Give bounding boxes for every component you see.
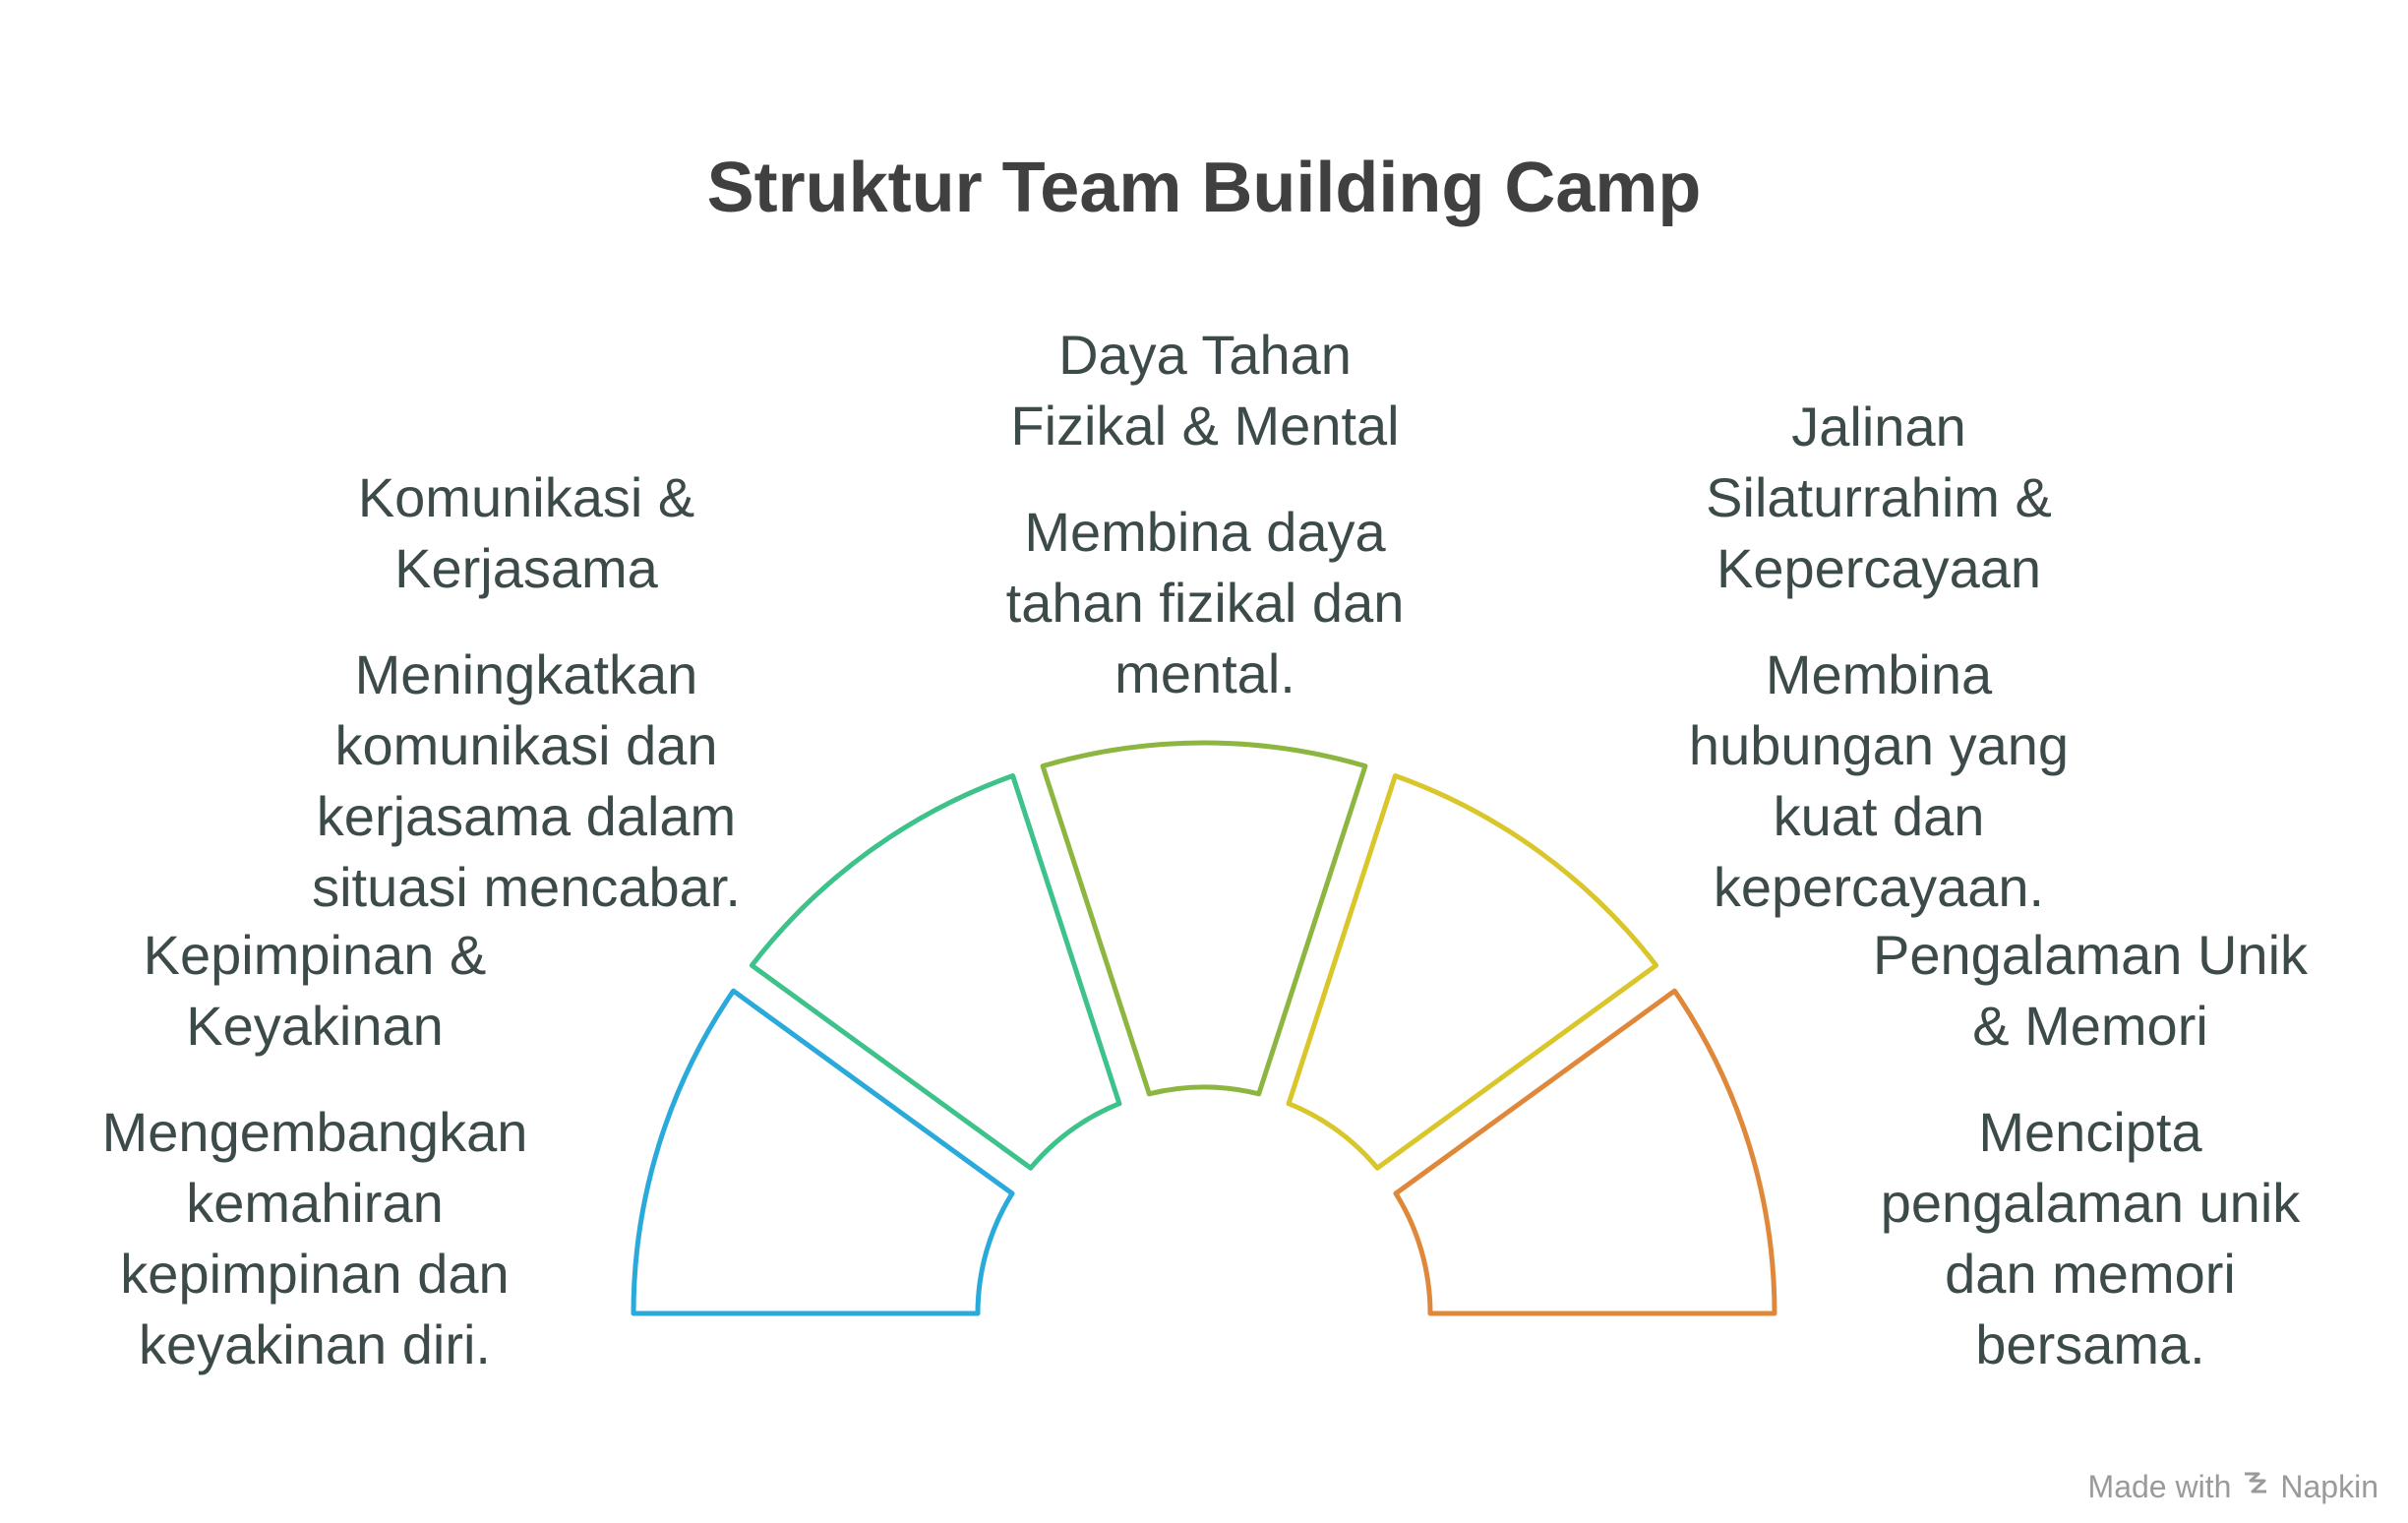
- segment-block-experience: Pengalaman Unik & Memori Mencipta pengal…: [1849, 920, 2331, 1380]
- segment-heading: Pengalaman Unik & Memori: [1872, 924, 2309, 1057]
- made-with-label: Made with: [2087, 1468, 2232, 1504]
- made-with-badge: Made with Napkin: [2088, 1468, 2378, 1505]
- segment-heading: Kepimpinan & Keyakinan: [143, 924, 487, 1057]
- segment-description: Meningkatkan komunikasi dan kerjasama da…: [312, 643, 741, 918]
- segment-description: Membina hubungan yang kuat dan kepercaya…: [1688, 643, 2070, 918]
- segment-block-communication: Komunikasi & Kerjasama Meningkatkan komu…: [285, 462, 767, 923]
- segment-block-leadership: Kepimpinan & Keyakinan Mengembangkan kem…: [49, 920, 580, 1380]
- segment-experience: [1393, 988, 1777, 1316]
- napkin-logo-icon: [2241, 1468, 2270, 1505]
- segment-leadership: [631, 988, 1015, 1316]
- segment-description: Mengembangkan kemahiran kepimpinan dan k…: [101, 1101, 528, 1375]
- segment-description: Membina daya tahan fizikal dan mental.: [1005, 501, 1405, 704]
- segment-description: Mencipta pengalaman unik dan memori bers…: [1880, 1101, 2301, 1375]
- segment-communication: [749, 773, 1122, 1171]
- segment-trust: [1286, 773, 1659, 1171]
- segment-heading: Komunikasi & Kerjasama: [357, 466, 695, 599]
- page-title: Struktur Team Building Camp: [706, 149, 1702, 227]
- brand-label: Napkin: [2280, 1468, 2378, 1504]
- segment-block-resilience: Daya Tahan Fizikal & Mental Membina daya…: [984, 320, 1426, 709]
- segment-block-trust: Jalinan Silaturrahim & Kepercayaan Membi…: [1672, 392, 2085, 923]
- segment-heading: Daya Tahan Fizikal & Mental: [1010, 324, 1400, 457]
- segment-resilience: [1040, 740, 1368, 1097]
- segment-heading: Jalinan Silaturrahim & Kepercayaan: [1706, 396, 2052, 599]
